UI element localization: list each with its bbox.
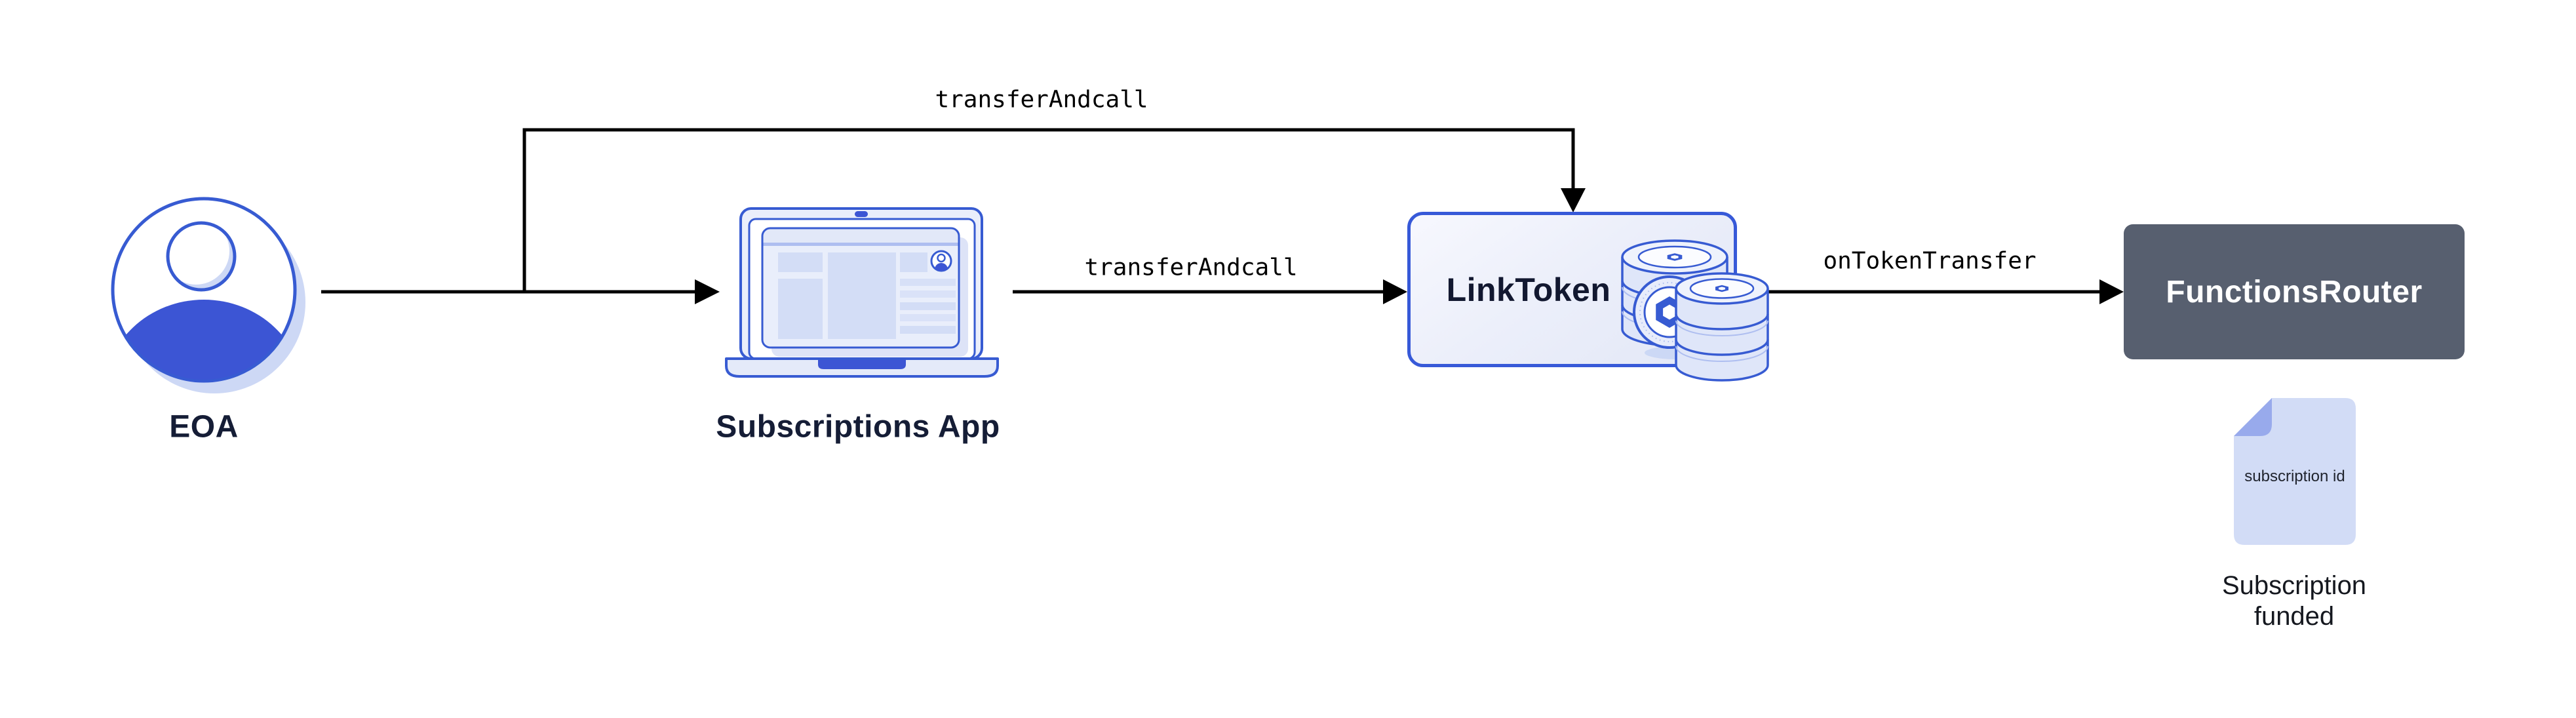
edge-label-transferandcall-top: transferAndcall [935,86,1148,113]
laptop-icon [725,207,999,378]
arrowhead-to-linktoken [1383,279,1407,304]
subscription-funded-caption: Subscription funded [2221,571,2367,631]
eoa-avatar-icon [111,197,305,393]
edge-label-ontokentransfer: onTokenTransfer [1823,247,2037,275]
webcam-dot [855,211,868,217]
edge-label-transferandcall-mid: transferAndcall [1084,254,1298,281]
arrowhead-to-router [2099,279,2124,304]
subscription-doc-icon: subscription id [2234,398,2356,545]
functions-router-label: FunctionsRouter [2166,274,2423,309]
eoa-label: EOA [169,409,239,445]
eoa-body [114,300,294,380]
linktoken-label: LinkToken [1446,271,1611,308]
functions-router-box: FunctionsRouter [2124,224,2465,359]
subscription-id-text: subscription id [2244,468,2345,485]
laptop-notch [818,360,906,369]
subscriptions-app-label: Subscriptions App [716,409,1000,445]
arrowhead-branch-down [1561,188,1586,212]
arrowhead-to-app [695,279,720,304]
doc-fold [2234,398,2272,436]
eoa-head [166,221,237,292]
coins-icon [1621,239,1769,382]
